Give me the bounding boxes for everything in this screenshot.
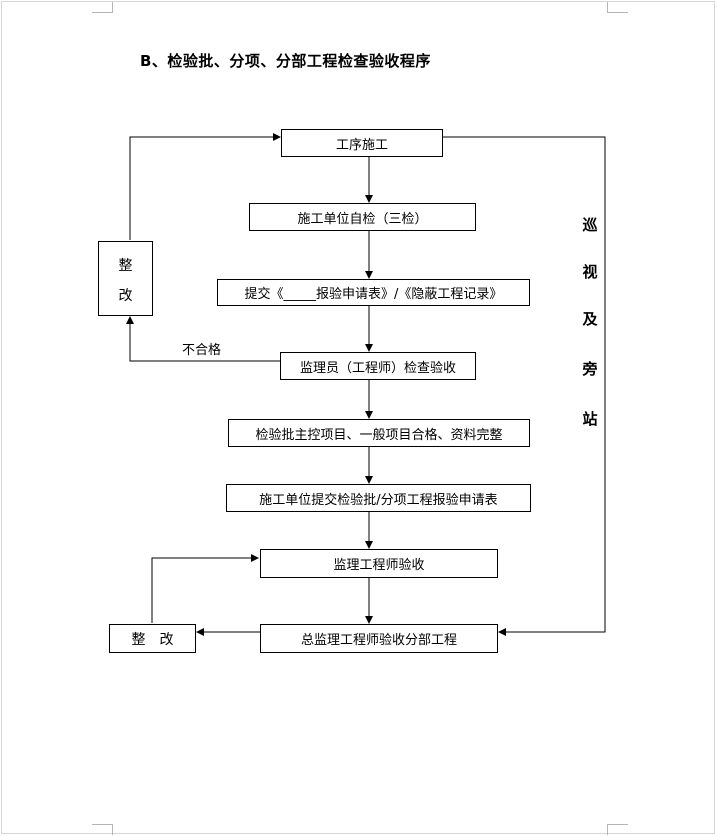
rectify-char: 整 [118, 258, 133, 274]
step-process-construction: 工序施工 [281, 129, 443, 157]
step-submit-inspection-lot: 施工单位提交检验批/分项工程报验申请表 [226, 484, 531, 512]
step-submit-application: 提交《_____报验申请表》/《隐蔽工程记录》 [217, 279, 530, 306]
crop-mark [92, 824, 113, 835]
crop-mark [92, 2, 113, 13]
step-engineer-acceptance: 监理工程师验收 [260, 549, 498, 578]
patrol-label: 巡 视 及 旁 站 [580, 214, 600, 434]
patrol-char: 视 [582, 263, 598, 281]
rectify-box-upper: 整 改 [98, 241, 153, 316]
arrow-fail-to-rectify [126, 316, 280, 362]
step-items-qualified: 检验批主控项目、一般项目合格、资料完整 [228, 419, 530, 447]
patrol-char: 站 [582, 410, 598, 428]
crop-mark [607, 2, 628, 13]
patrol-char: 巡 [582, 216, 598, 234]
step-supervisor-inspection: 监理员（工程师）检查验收 [280, 352, 476, 380]
patrol-char: 及 [582, 310, 598, 328]
step-contractor-self-inspection: 施工单位自检（三检） [249, 203, 476, 231]
arrow-rectify-to-step7 [151, 554, 259, 623]
page-title: B、检验批、分项、分部工程检查验收程序 [140, 52, 431, 70]
step-chief-acceptance: 总监理工程师验收分部工程 [260, 624, 498, 653]
arrow-rectify-to-step1 [129, 133, 281, 240]
patrol-char: 旁 [582, 360, 598, 378]
rectify-char: 改 [118, 288, 133, 304]
fail-label: 不合格 [182, 343, 222, 358]
rectify-box-lower: 整 改 [109, 624, 196, 653]
crop-mark [607, 824, 628, 835]
arrow-patrol-loop [443, 136, 606, 636]
